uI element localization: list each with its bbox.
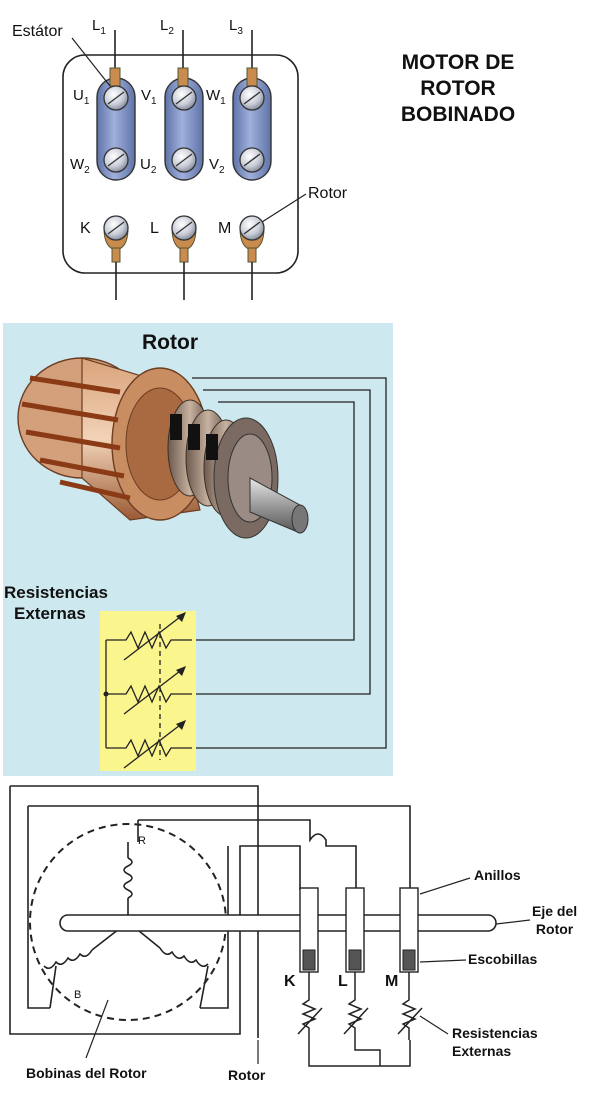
rotor-coils-label: Bobinas del Rotor	[26, 1065, 147, 1081]
resistances-label-s2-line-1: Resistencias	[4, 583, 108, 602]
resistances-label-s3-line-2: Externas	[452, 1043, 512, 1059]
resistances-label-s3-line-1: Resistencias	[452, 1025, 538, 1041]
motor-title-line-1: MOTOR DE	[401, 51, 515, 74]
terminal-label-u1: U1	[73, 87, 90, 107]
terminal-label-v2: V2	[209, 156, 225, 176]
terminal-label-u2: U2	[140, 156, 157, 176]
shaft-label-line-2: Rotor	[535, 921, 574, 937]
rotor-shaft-schematic	[59, 914, 497, 932]
shaft-label: Eje del Rotor	[532, 902, 577, 938]
stator-label: Estátor	[12, 23, 63, 40]
line-label-l1: L1	[92, 17, 106, 37]
motor-title-line-2: ROTOR	[420, 77, 496, 100]
rotor-label-s1: Rotor	[308, 185, 348, 202]
resistances-label-s2-line-2: Externas	[14, 604, 86, 623]
shaft-label-line-1: Eje del	[532, 903, 578, 919]
motor-title: MOTOR DE ROTOR BOBINADO	[392, 50, 524, 128]
rotor-terminal-m	[239, 215, 265, 263]
slip-ring-l	[345, 887, 365, 973]
terminal-label-v1: V1	[141, 87, 157, 107]
rings-label: Anillos	[474, 867, 521, 883]
terminal-label-l: L	[150, 220, 159, 237]
brushes-label: Escobillas	[468, 951, 538, 967]
resistances-label-s2: Resistencias Externas	[4, 582, 108, 624]
terminal-label-w2: W2	[70, 156, 90, 176]
supply-lines	[114, 30, 253, 72]
rotor-terminal-l	[171, 215, 197, 263]
rotor-title: Rotor	[142, 331, 198, 354]
schematic-terminal-l: L	[338, 973, 348, 990]
line-label-l3: L3	[229, 17, 243, 37]
coil-label-b: B	[74, 989, 82, 1001]
schematic-leaders	[85, 877, 531, 1064]
rotor-label-s3: Rotor	[228, 1067, 266, 1083]
schematic-resistors	[297, 972, 423, 1067]
rotor-shaft	[249, 477, 309, 534]
rotor-bars	[21, 375, 131, 501]
terminal-label-w1: W1	[206, 87, 226, 107]
schematic-frame-wires	[9, 785, 411, 1038]
schematic-terminal-k: K	[284, 973, 296, 990]
terminal-label-m: M	[218, 220, 232, 237]
brushes	[170, 414, 218, 460]
slip-ring-m	[399, 887, 419, 973]
coil-label-r: R	[138, 835, 146, 847]
external-resistor-bank	[100, 611, 196, 771]
coil-screws	[103, 85, 265, 173]
resistances-label-s3: Resistencias Externas	[452, 1024, 538, 1060]
line-label-l2: L2	[160, 17, 174, 37]
slip-ring-k	[299, 887, 319, 973]
motor-title-line-3: BOBINADO	[400, 103, 516, 126]
rotor-terminal-k	[103, 215, 129, 263]
terminal-label-k: K	[80, 220, 91, 237]
rotor-external-wiring	[192, 377, 387, 749]
rotor-output-lines	[115, 262, 253, 300]
leader-lines-s1	[71, 37, 307, 223]
schematic-terminal-m: M	[385, 973, 399, 990]
